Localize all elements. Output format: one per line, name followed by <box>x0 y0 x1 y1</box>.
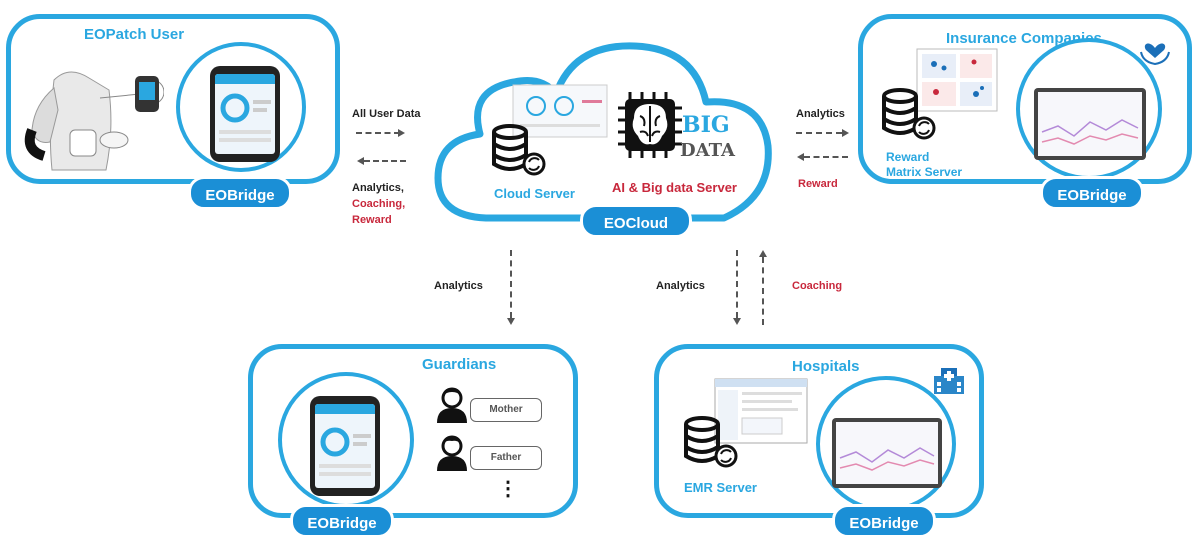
eopatch-user-title: EOPatch User <box>84 26 185 43</box>
guardian-app-ring-chart-icon <box>315 404 375 476</box>
flow-hospitals-to-cloud-line <box>762 257 764 325</box>
flow-guardians-analytics-label: Analytics <box>434 280 483 292</box>
cloud-database-icon <box>492 124 546 176</box>
flow-hospitals-analytics-label: Analytics <box>656 280 705 292</box>
emr-database-icon <box>684 416 738 468</box>
cloud-server-label: Cloud Server <box>494 186 575 201</box>
flow-cloud-to-guardians-line <box>510 250 512 318</box>
eocloud-badge: EOCloud <box>580 204 692 238</box>
ai-bigdata-server-label: AI & Big data Server <box>612 180 737 195</box>
father-avatar-icon <box>437 435 467 471</box>
guardians-more-indicator: ⋮ <box>498 478 518 500</box>
flow-insurance-to-cloud-line <box>804 156 848 158</box>
hospitals-monitor <box>832 418 942 488</box>
emr-server-label: EMR Server <box>684 480 757 495</box>
emr-window-screenshot <box>714 378 808 444</box>
flow-cloud-to-guardians-arrow <box>507 318 515 325</box>
eopatch-user-phone <box>210 66 280 162</box>
flow-hospitals-to-cloud-arrow <box>759 250 767 257</box>
insurance-dashboard-chart <box>1041 119 1139 145</box>
reward-database-icon <box>882 88 936 140</box>
data-word: DATA <box>680 140 735 161</box>
insurance-eobridge-badge: EOBridge <box>1040 176 1144 210</box>
guardian-member-father: Father <box>470 446 542 470</box>
flow-cloud-to-insurance-line <box>796 132 842 134</box>
big-word: BIG <box>682 112 730 138</box>
flow-cloud-to-user-arrow <box>357 157 364 165</box>
flow-cloud-to-insurance-arrow <box>842 129 849 137</box>
reward-matrix-chart <box>916 48 998 112</box>
hospitals-eobridge-badge: EOBridge <box>832 504 936 538</box>
hospital-building-icon <box>934 368 964 394</box>
flow-user-to-cloud-arrow <box>398 129 405 137</box>
flow-insurance-analytics-label: Analytics <box>796 108 845 120</box>
ai-brain-chip-icon <box>618 92 682 158</box>
flow-reward-label: Reward <box>352 214 392 226</box>
insurance-monitor <box>1034 88 1146 160</box>
flow-cloud-to-hospitals-line <box>736 250 738 318</box>
cloud-dashboard-screen <box>512 84 608 138</box>
flow-hospitals-coaching-label: Coaching <box>792 280 843 292</box>
flow-insurance-to-cloud-arrow <box>797 153 804 161</box>
hospitals-title: Hospitals <box>792 358 860 375</box>
mother-avatar-icon <box>437 387 467 423</box>
eopatch-user-eobridge-badge: EOBridge <box>188 176 292 210</box>
flow-insurance-reward-label: Reward <box>798 178 838 190</box>
heart-hands-icon <box>1140 43 1170 66</box>
app-ring-chart-icon <box>215 74 275 142</box>
guardians-title: Guardians <box>422 356 497 373</box>
guardians-phone <box>310 396 380 496</box>
pump-device-icon <box>135 76 159 112</box>
reward-matrix-server-label: Reward Matrix Server <box>886 150 963 179</box>
guardian-member-mother: Mother <box>470 398 542 422</box>
flow-cloud-to-user-line <box>364 160 406 162</box>
flow-cloud-to-hospitals-arrow <box>733 318 741 325</box>
flow-coaching-label: Coaching, <box>352 198 406 210</box>
hospital-dashboard-chart <box>839 447 935 471</box>
flow-all-user-data-label: All User Data <box>352 108 421 120</box>
flow-user-to-cloud-line <box>356 132 400 134</box>
flow-analytics-label: Analytics, <box>352 182 404 194</box>
guardians-eobridge-badge: EOBridge <box>290 504 394 538</box>
